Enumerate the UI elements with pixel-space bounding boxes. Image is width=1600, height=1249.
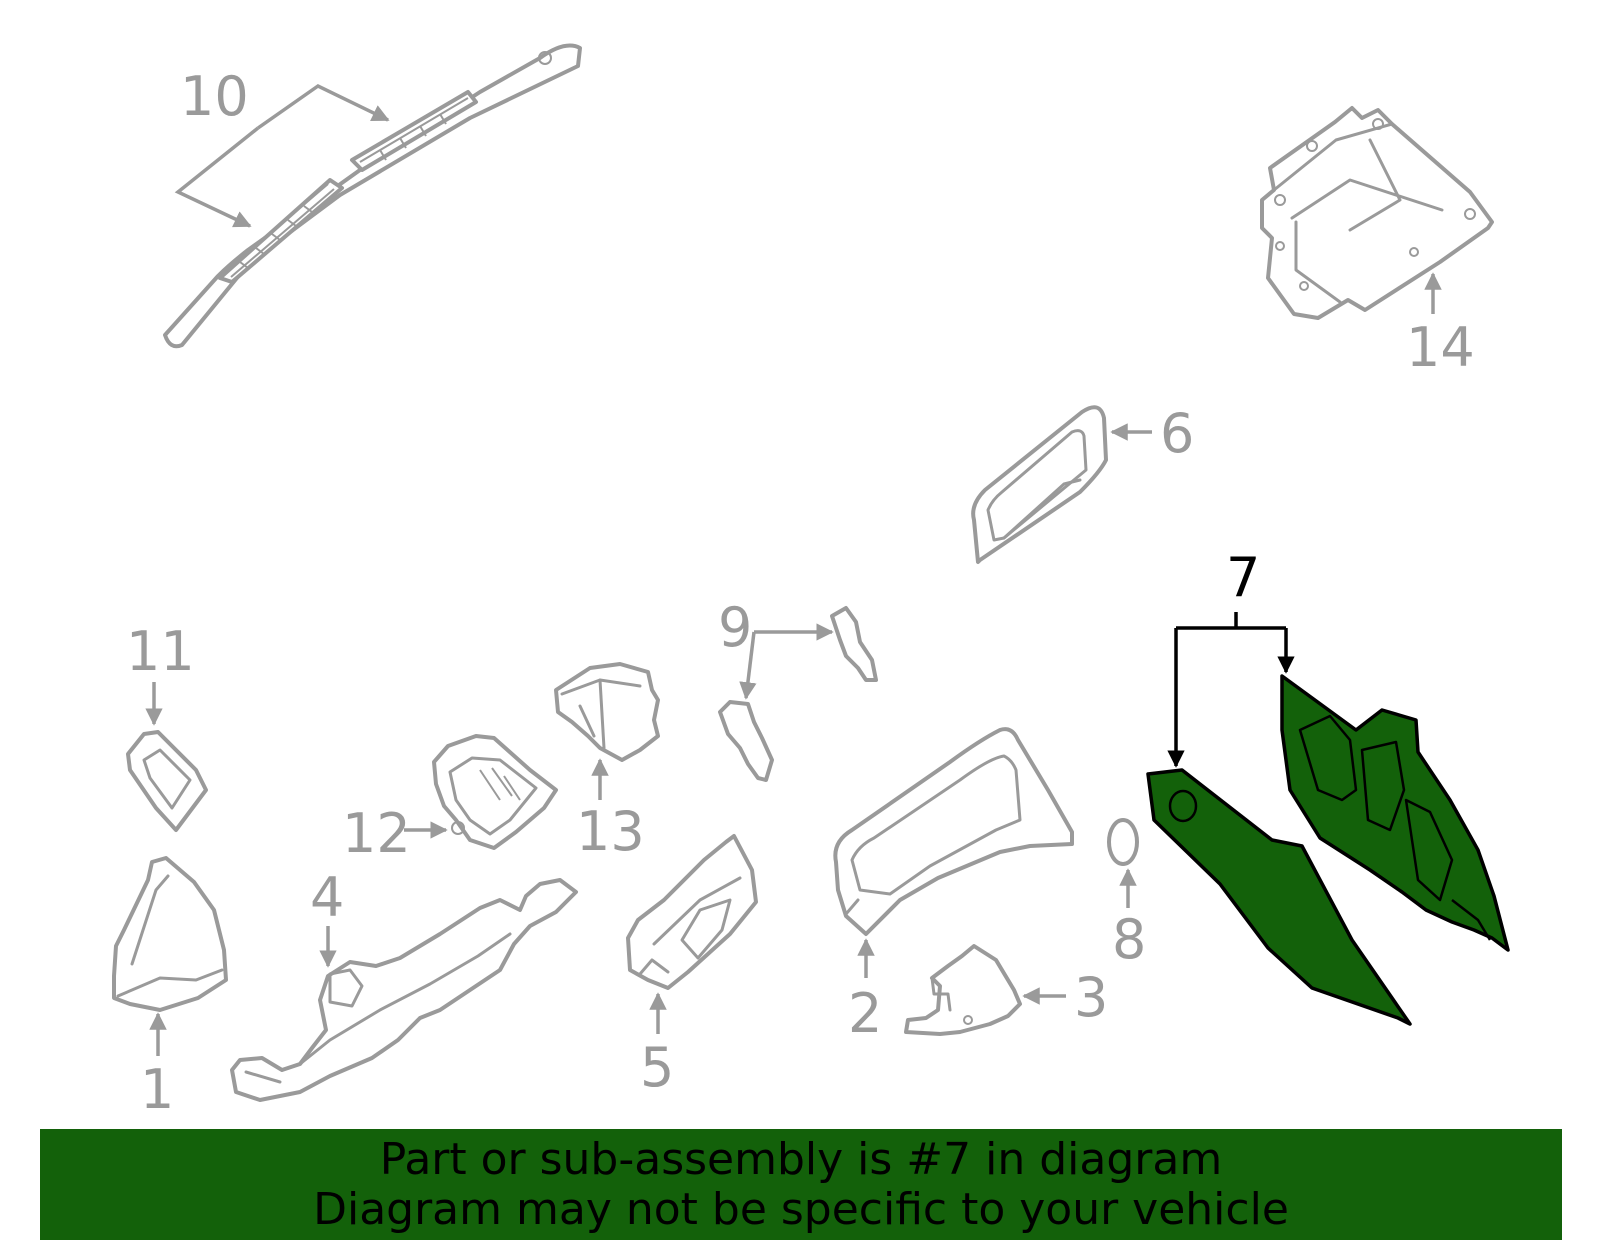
banner-line-2: Diagram may not be specific to your vehi…: [313, 1184, 1289, 1235]
callout-6-label: 6: [1160, 402, 1194, 465]
part-6-glove-box-trim: [971, 405, 1108, 564]
callout-12-label: 12: [342, 802, 411, 865]
callout-7-label: 7: [1226, 546, 1260, 609]
callout-14: 14: [1406, 272, 1475, 379]
part-1-side-cover: [112, 856, 228, 1012]
callout-3-label: 3: [1074, 966, 1108, 1029]
part-13-switch-housing: [554, 662, 660, 762]
vent-grille-left: [224, 183, 335, 278]
callout-5-label: 5: [640, 1036, 674, 1099]
banner-line-1: Part or sub-assembly is #7 in diagram: [379, 1134, 1223, 1185]
part-9-clips: [718, 606, 878, 782]
callout-10: 10: [174, 65, 390, 228]
callout-7: 7: [1167, 546, 1295, 768]
callout-9: 9: [718, 596, 834, 700]
part-2-glove-box-door: [833, 727, 1074, 936]
vent-grille-right: [359, 97, 473, 169]
info-banner: Part or sub-assembly is #7 in diagram Di…: [40, 1129, 1562, 1240]
part-3-bracket: [904, 944, 1022, 1036]
callout-5: 5: [640, 992, 674, 1099]
callout-8: 8: [1112, 868, 1146, 971]
callout-10-label: 10: [180, 65, 249, 128]
part-5-switch-panel: [626, 834, 758, 990]
callout-14-label: 14: [1406, 316, 1475, 379]
callout-2-label: 2: [848, 982, 882, 1045]
callout-11-label: 11: [126, 620, 195, 683]
callout-11: 11: [126, 620, 195, 726]
part-7-lower-panel-left: [1146, 768, 1412, 1026]
callout-1: 1: [140, 1012, 174, 1121]
part-4-lower-trim: [230, 878, 578, 1102]
part-8-clip: [1107, 818, 1139, 866]
callout-13-label: 13: [576, 800, 645, 863]
callout-4-label: 4: [310, 866, 344, 929]
callout-3: 3: [1022, 966, 1108, 1029]
part-7-lower-panel-right: [1280, 674, 1510, 952]
part-10-defroster-trim: [163, 43, 582, 349]
callout-1-label: 1: [140, 1058, 174, 1121]
callout-8-label: 8: [1112, 908, 1146, 971]
part-12-air-vent: [432, 734, 558, 850]
callout-9-label: 9: [718, 596, 752, 659]
callout-13: 13: [576, 758, 645, 863]
callout-12: 12: [342, 802, 448, 865]
part-11-switch: [126, 730, 208, 832]
callout-2: 2: [848, 938, 882, 1045]
callout-4: 4: [310, 866, 344, 968]
part-14-glove-box-housing: [1260, 106, 1494, 320]
callout-6: 6: [1110, 402, 1194, 465]
